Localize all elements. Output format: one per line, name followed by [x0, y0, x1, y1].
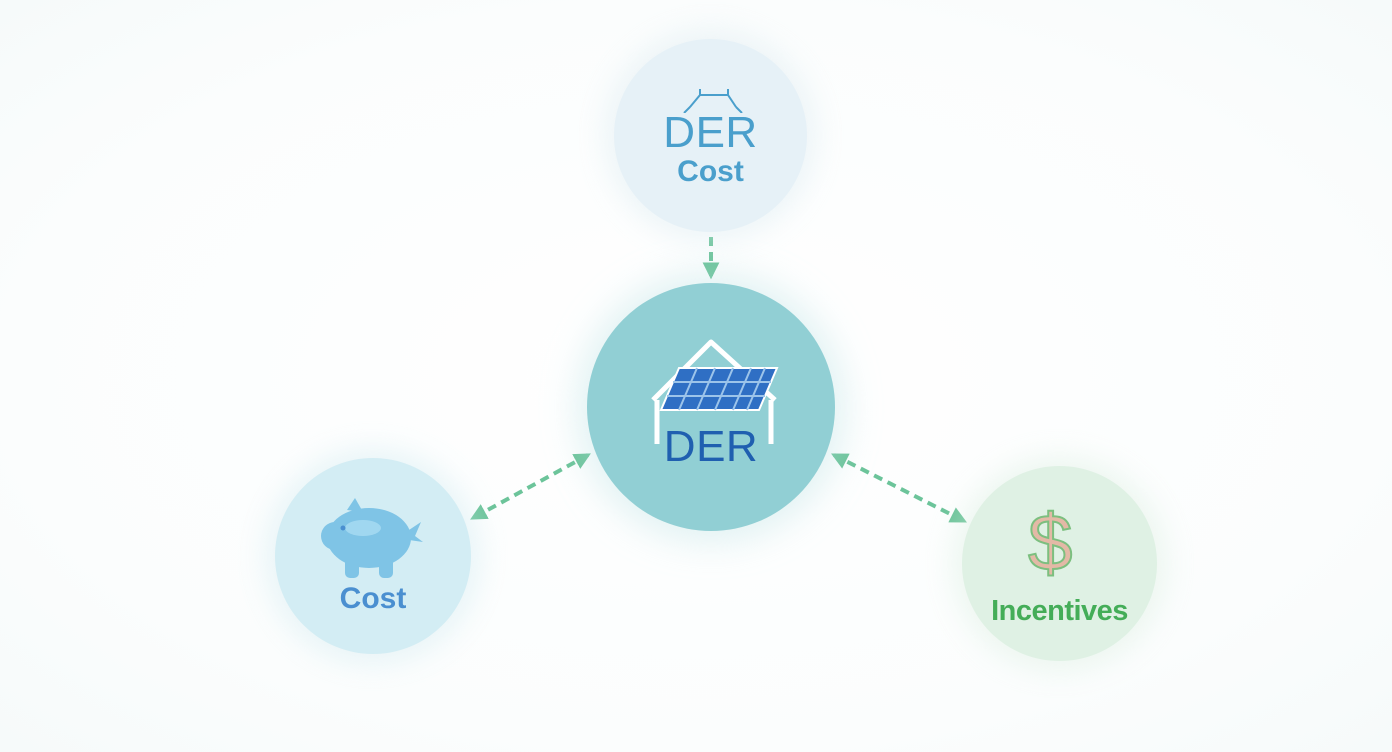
node-cost: Cost — [275, 458, 471, 654]
connector-center-right — [831, 453, 967, 523]
node-cost-title: Cost — [339, 582, 407, 615]
node-der-cost: DER Cost — [614, 39, 807, 232]
network-icon — [676, 87, 746, 118]
node-der-cost-subtitle: Cost — [677, 155, 744, 188]
node-der-title: DER — [663, 422, 759, 471]
node-incentives: $ Incentives — [962, 466, 1157, 661]
node-incentives-title: Incentives — [991, 595, 1128, 627]
dollar-sign-icon: $ — [1027, 497, 1073, 588]
piggy-bank-icon — [317, 496, 427, 585]
solar-house-icon — [643, 338, 783, 453]
node-der-cost-title: DER — [663, 108, 758, 157]
connector-center-left — [470, 453, 591, 520]
node-der: DER — [587, 283, 835, 531]
